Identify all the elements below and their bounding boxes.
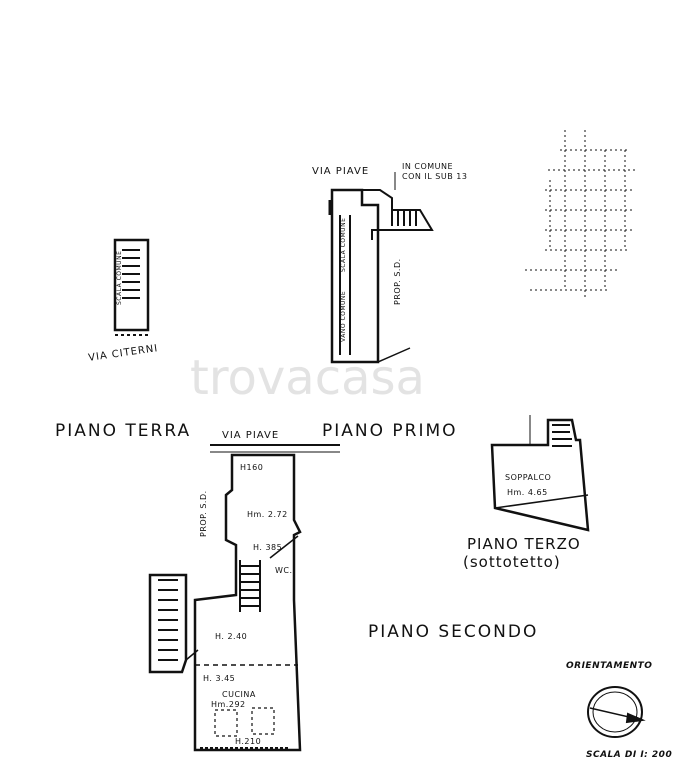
room-label-hm465: Hm. 4.65 (507, 488, 548, 497)
note-prop-sd-secondo: PROP. S.D. (199, 490, 208, 537)
street-label-via-piave-top: VIA PIAVE (312, 166, 370, 177)
floor-label-piano-secondo: PIANO SECONDO (368, 622, 539, 642)
room-label-h240: H. 2.40 (215, 632, 248, 641)
watermark: trovacasa (190, 350, 425, 406)
legend-scale: SCALA DI I: 200 (586, 750, 673, 760)
room-label-h385: H. 385 (253, 543, 283, 552)
room-label-hm272: Hm. 2.72 (247, 510, 288, 519)
piano-terzo-plan (490, 415, 590, 532)
note-scala-comune-primo: SCALA COMUNE (340, 217, 347, 272)
room-label-h345: H. 3.45 (203, 674, 236, 683)
piano-terra-plan (113, 238, 150, 336)
room-label-soppalco: SOPPALCO (505, 473, 552, 482)
note-prop-sd-primo: PROP. S.D. (393, 258, 402, 305)
street-label-via-piave-bottom: VIA PIAVE (222, 430, 280, 441)
floor-label-piano-terra: PIANO TERRA (55, 421, 192, 441)
note-con-il-sub: CON IL SUB 13 (402, 172, 468, 181)
note-vano-comune: VANO COMUNE (340, 290, 347, 342)
piano-primo-plan (328, 172, 434, 364)
legend-orientamento: ORIENTAMENTO (566, 661, 653, 671)
room-label-hm292: Hm.292 (211, 700, 246, 709)
room-label-h210: H.210 (235, 737, 262, 746)
note-scala-comune-terra: SCALA COMUNE (116, 250, 123, 305)
room-label-h160: H160 (240, 463, 264, 472)
room-label-cucina: CUCINA (222, 690, 256, 699)
piano-secondo-plan (148, 444, 340, 752)
room-label-wc: WC. (275, 566, 293, 575)
floor-label-piano-primo: PIANO PRIMO (322, 421, 458, 441)
note-in-comune: IN COMUNE (402, 162, 454, 171)
floor-label-piano-terzo: PIANO TERZO (467, 535, 581, 553)
neighbour-grid (525, 130, 635, 300)
orientation-compass (587, 686, 646, 738)
floor-label-sottotetto: (sottotetto) (463, 553, 561, 571)
